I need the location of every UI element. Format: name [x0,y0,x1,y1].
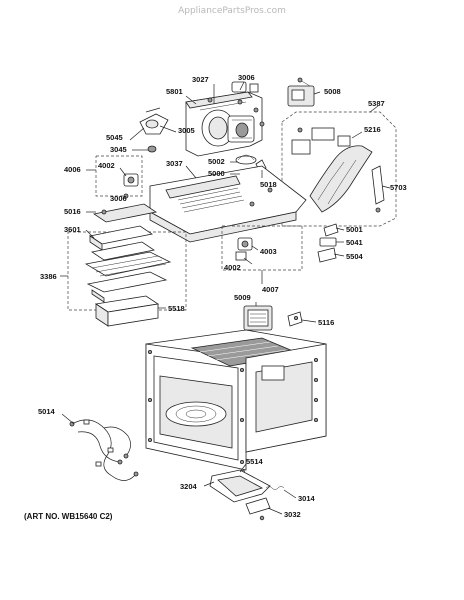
label-4006: 4006 [64,165,81,174]
switch-5041 [319,237,337,247]
label-4007: 4007 [262,285,279,294]
label-5002: 5002 [208,157,225,166]
damper-3006 [231,81,259,93]
part-labels: 3027 3006 5008 5801 5387 5216 5045 3005 … [38,73,407,519]
label-5514: 5514 [246,457,264,466]
mount-3045 [147,145,157,153]
air-duct-5216 [291,127,373,213]
label-5018: 5018 [260,180,277,189]
label-5518: 5518 [168,304,185,313]
label-5014: 5014 [38,407,56,416]
label-4002-lower: 4002 [224,263,241,272]
heater-cover-5016 [92,203,158,223]
fan-blade-5002 [235,154,257,165]
door-lever-3204 [209,469,271,503]
art-number: (ART NO. WB15640 C2) [24,512,113,521]
thermal-fuse-4002-upper [123,173,139,187]
spring-3014 [265,486,285,490]
label-4003: 4003 [260,247,277,256]
label-3386: 3386 [40,272,57,281]
latch-3032 [245,497,271,521]
label-3006-lower: 3006 [110,194,127,203]
grille-lines [199,341,287,361]
label-5116: 5116 [318,318,334,327]
label-5001: 5001 [346,225,363,234]
oven-cavity [145,329,327,471]
label-3027: 3027 [192,75,209,84]
label-5000: 5000 [208,169,225,178]
vent-plate-5703 [371,165,385,213]
heater-assembly-3601 [84,225,172,303]
label-5504: 5504 [346,252,364,261]
label-5008: 5008 [324,87,341,96]
label-3014: 3014 [298,494,316,503]
watermark: AppliancePartsPros.com [178,6,286,16]
label-4002-top: 4002 [98,161,115,170]
label-3601: 3601 [64,225,81,234]
bracket-5116 [287,311,303,327]
transformer-5009 [243,305,273,331]
label-5387: 5387 [368,99,385,108]
holder-5504 [317,247,337,263]
thermostat-5045 [139,107,169,135]
heater-coils [91,255,167,277]
label-3204: 3204 [180,482,198,491]
sensor-4002-lower [235,251,247,261]
screws-top [207,97,265,127]
sensor-4003 [237,237,253,251]
mount-3006b [123,193,129,199]
label-5703: 5703 [390,183,407,192]
label-5041: 5041 [346,238,363,247]
switch-5001 [323,223,339,237]
label-5801: 5801 [166,87,183,96]
label-5216: 5216 [364,125,381,134]
vent-slots [177,187,245,213]
top-plate-3037 [149,165,307,243]
fan-motor-3027 [201,109,255,147]
label-3032: 3032 [284,510,301,519]
label-5016: 5016 [64,207,81,216]
label-5009: 5009 [234,293,251,302]
tray-5518 [94,295,160,327]
capacitor-5008 [287,77,315,107]
leader-lines [60,81,391,515]
label-3045: 3045 [110,145,127,154]
label-5045: 5045 [106,133,123,142]
wire-harness-5014 [69,419,139,481]
label-3006-top: 3006 [238,73,255,82]
label-3005: 3005 [178,126,195,135]
label-3037: 3037 [166,159,183,168]
